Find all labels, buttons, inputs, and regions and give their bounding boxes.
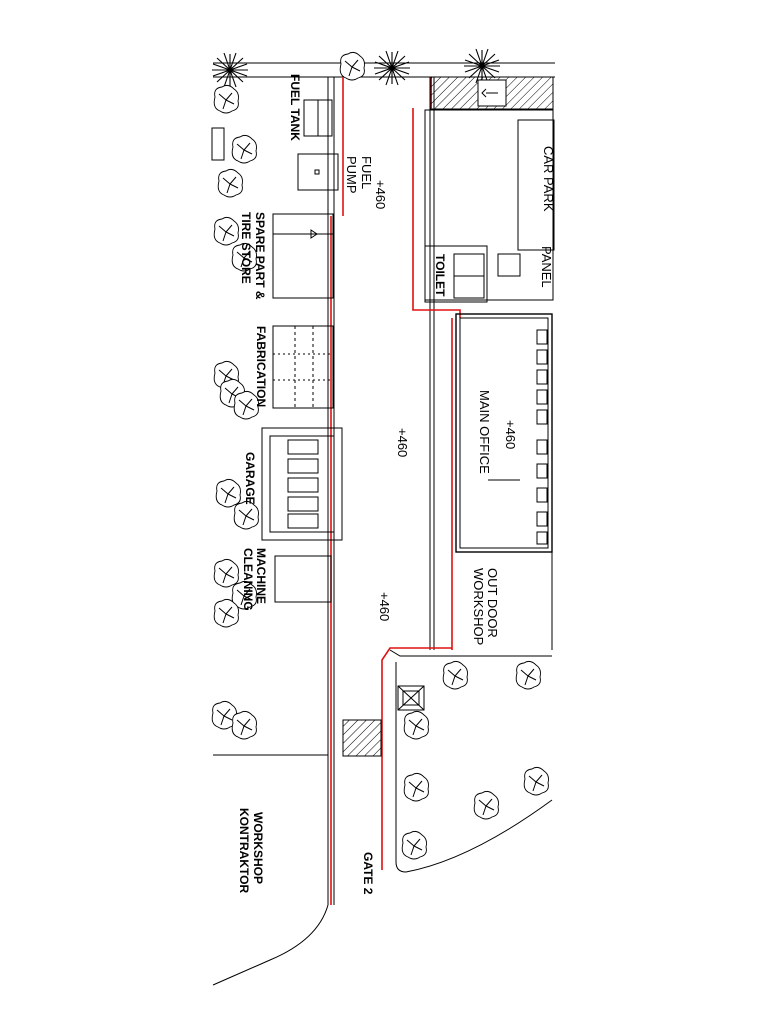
tree-icon bbox=[515, 660, 541, 690]
tree-icon bbox=[339, 51, 365, 81]
main-office bbox=[455, 313, 553, 553]
tree-icon bbox=[213, 216, 239, 246]
tree-icon bbox=[213, 598, 239, 628]
car-park bbox=[424, 76, 555, 301]
tree-icon bbox=[217, 168, 243, 198]
fabrication-label: FABRICATION bbox=[254, 326, 268, 407]
spare-part-store bbox=[272, 213, 334, 299]
panel-label: PANEL bbox=[539, 246, 554, 288]
fuel-pump bbox=[297, 153, 339, 191]
cleaning-label: CLEANING bbox=[241, 548, 255, 611]
tree-icon bbox=[213, 558, 239, 588]
tree-icon bbox=[213, 84, 239, 114]
fuel-pump-label: FUEL bbox=[359, 156, 374, 189]
outdoor-workshop-label: WORKSHOP bbox=[471, 568, 486, 645]
garage-label: GARAGE bbox=[243, 452, 257, 505]
workshop-kontraktor-area bbox=[212, 754, 329, 986]
machine-label: MACHINE bbox=[254, 548, 268, 604]
car-park-label: CAR PARK bbox=[541, 146, 556, 212]
level-label: +460 bbox=[377, 592, 392, 621]
fuel-tank-label: FUEL TANK bbox=[288, 74, 302, 141]
palm-tree-icon bbox=[211, 52, 249, 88]
gate-label: GATE 2 bbox=[361, 852, 375, 895]
fuel-pump-label: PUMP bbox=[344, 156, 359, 194]
tree-icon bbox=[473, 790, 499, 820]
tree-icon bbox=[403, 710, 429, 740]
level-label: +460 bbox=[395, 428, 410, 457]
tree-icon bbox=[403, 772, 429, 802]
workshop-kontraktor-label: KONTRAKTOR bbox=[237, 808, 251, 893]
palm-tree-icon bbox=[373, 50, 411, 86]
garage bbox=[261, 427, 343, 541]
road-crossing bbox=[342, 719, 382, 757]
tree-icon bbox=[401, 830, 427, 860]
outdoor-workshop-label: OUT DOOR bbox=[485, 568, 500, 638]
main-office-level: +460 bbox=[503, 420, 518, 449]
fuel-tank bbox=[211, 99, 333, 161]
spare-part-label: SPARE PART & bbox=[253, 212, 267, 300]
left-trees bbox=[211, 84, 259, 740]
tree-icon bbox=[231, 710, 257, 740]
tire-store-label: TIRE STORE bbox=[239, 212, 253, 284]
lower-right-landscape bbox=[389, 649, 553, 873]
tree-icon bbox=[442, 660, 468, 690]
machine-cleaning bbox=[274, 555, 332, 603]
toilet bbox=[424, 245, 521, 303]
level-label: +460 bbox=[373, 180, 388, 209]
tree-icon bbox=[523, 766, 549, 796]
tree-icon bbox=[231, 134, 257, 164]
tree-icon bbox=[233, 500, 259, 530]
workshop-kontraktor-label: WORKSHOP bbox=[251, 812, 265, 884]
toilet-label: TOILET bbox=[433, 254, 447, 297]
main-office-label: MAIN OFFICE bbox=[477, 390, 492, 474]
tree-icon bbox=[215, 478, 241, 508]
fabrication bbox=[272, 325, 334, 409]
office-furniture bbox=[536, 329, 548, 545]
